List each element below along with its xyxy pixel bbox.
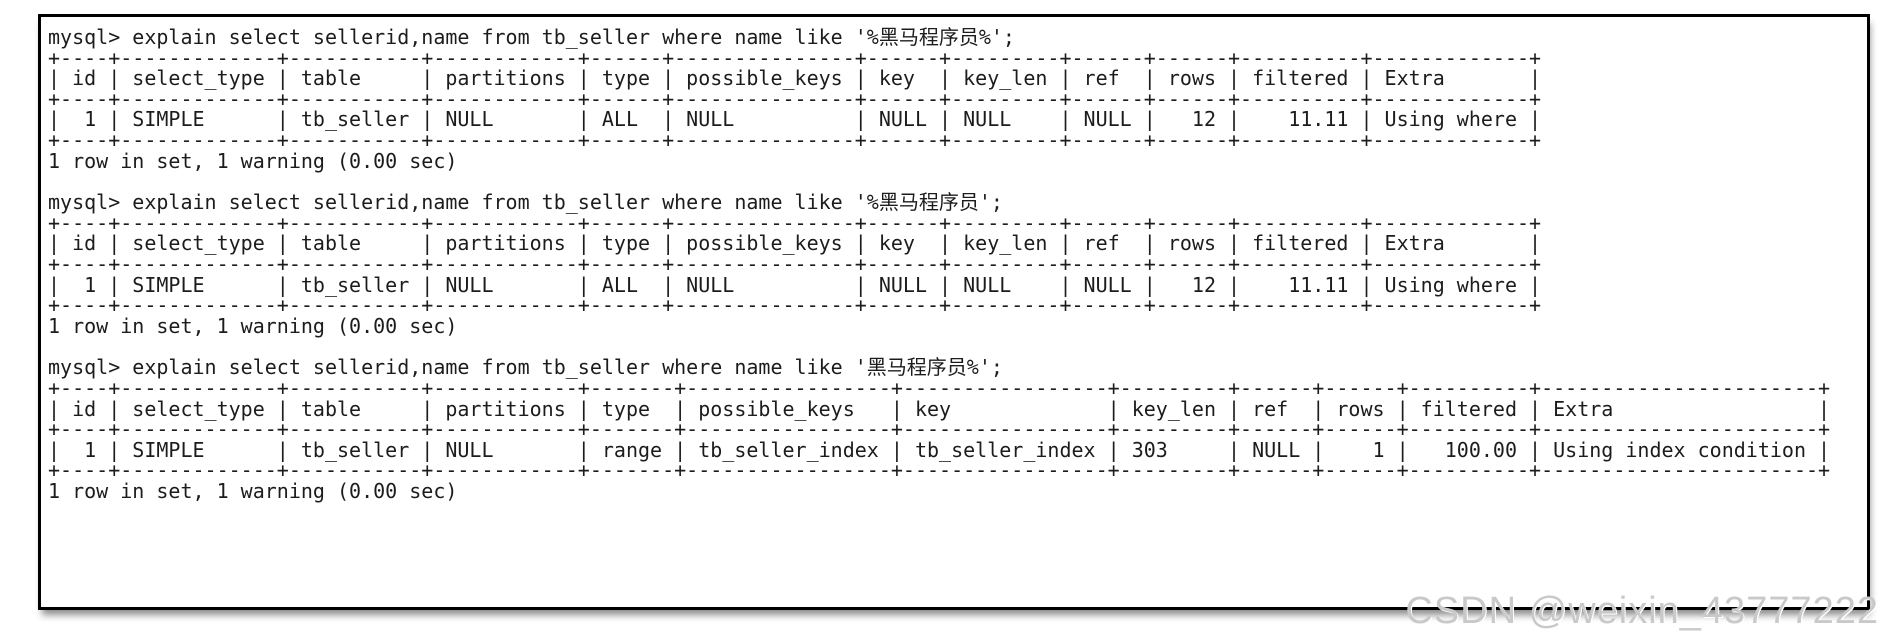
explain-block-2: mysql> explain select sellerid,name from… — [48, 192, 1861, 336]
explain-result-table: +----+-------------+-----------+--------… — [48, 210, 1542, 318]
result-footer: 1 row in set, 1 warning (0.00 sec) — [48, 148, 458, 173]
mysql-terminal-window: mysql> explain select sellerid,name from… — [38, 14, 1870, 610]
explain-result-table: +----+-------------+-----------+--------… — [48, 375, 1831, 483]
explain-result-table: +----+-------------+-----------+--------… — [48, 45, 1542, 152]
explain-block-3: mysql> explain select sellerid,name from… — [48, 357, 1861, 501]
mysql-query-line: mysql> explain select sellerid,name from… — [48, 355, 1003, 380]
mysql-query-line: mysql> explain select sellerid,name from… — [48, 190, 1003, 215]
mysql-query-line: mysql> explain select sellerid,name from… — [48, 25, 1015, 49]
result-footer: 1 row in set, 1 warning (0.00 sec) — [48, 313, 458, 338]
explain-block-1: mysql> explain select sellerid,name from… — [48, 27, 1861, 171]
csdn-watermark: CSDN @weixin_43777222 — [1405, 590, 1879, 632]
result-footer: 1 row in set, 1 warning (0.00 sec) — [48, 478, 458, 503]
